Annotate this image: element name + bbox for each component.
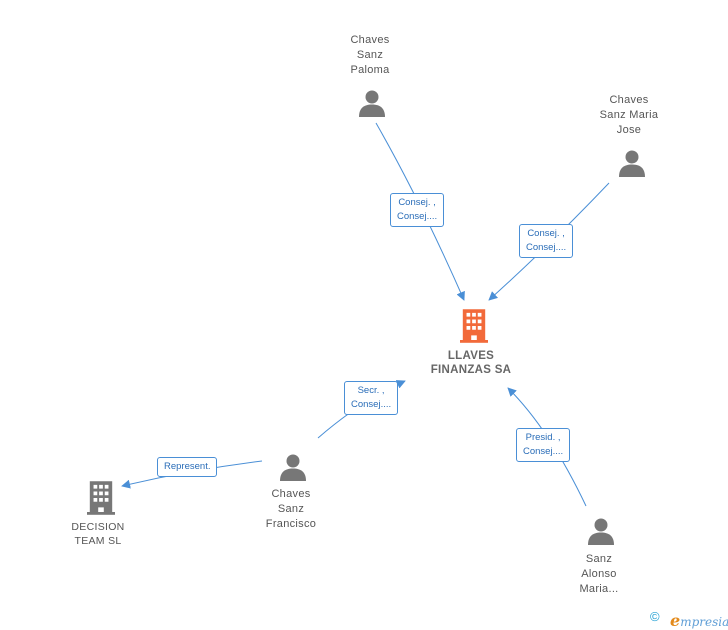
label-line: FINANZAS SA bbox=[430, 364, 512, 376]
main-company-icon[interactable] bbox=[460, 309, 488, 343]
person-sanzalonso-icon[interactable] bbox=[588, 518, 614, 546]
copyright-symbol: © bbox=[650, 609, 660, 624]
brand-initial: e bbox=[670, 611, 681, 630]
label-line: Sanz bbox=[356, 49, 384, 61]
brand-name: mpresia bbox=[680, 615, 728, 629]
label-line: Paloma bbox=[350, 64, 390, 76]
label-line: Jose bbox=[616, 124, 642, 136]
person-paloma-icon[interactable] bbox=[359, 90, 385, 118]
label-line: TEAM SL bbox=[74, 535, 122, 547]
edge-label-line: Consej.... bbox=[351, 399, 392, 410]
edge-label-line: Consej.... bbox=[523, 446, 564, 457]
person-francisco-label[interactable]: Chaves Sanz Francisco bbox=[241, 487, 341, 532]
edge-label-line: Consej. , bbox=[398, 197, 436, 208]
label-line: Sanz bbox=[585, 553, 613, 565]
company-decision-label[interactable]: DECISION TEAM SL bbox=[48, 520, 148, 548]
company-decision-icon[interactable] bbox=[87, 481, 115, 515]
label-line: Maria... bbox=[579, 583, 619, 595]
main-company-label[interactable]: LLAVES FINANZAS SA bbox=[416, 349, 526, 377]
label-line: Chaves bbox=[350, 34, 390, 46]
label-line: Alonso bbox=[581, 568, 617, 580]
edge-label-line: Presid. , bbox=[525, 432, 561, 443]
edge-label-line: Represent. bbox=[164, 461, 211, 472]
person-sanzalonso-label[interactable]: Sanz Alonso Maria... bbox=[549, 552, 649, 597]
edge-label-line: Secr. , bbox=[357, 385, 385, 396]
edge-label-line: Consej.... bbox=[397, 211, 438, 222]
label-line: Sanz bbox=[277, 503, 305, 515]
edge-label-francisco[interactable]: Secr. , Consej.... bbox=[344, 381, 399, 415]
edge-label-paloma[interactable]: Consej. , Consej.... bbox=[390, 193, 445, 227]
person-paloma-label[interactable]: Chaves Sanz Paloma bbox=[320, 33, 420, 78]
brand-logo[interactable]: empresia bbox=[670, 611, 728, 630]
label-line: Sanz Maria bbox=[599, 109, 659, 121]
label-line: Chaves bbox=[609, 94, 649, 106]
label-line: LLAVES bbox=[447, 350, 495, 362]
label-line: DECISION bbox=[71, 521, 125, 533]
person-mariajose-icon[interactable] bbox=[619, 150, 645, 178]
edge-label-decision[interactable]: Represent. bbox=[157, 457, 218, 477]
label-line: Chaves bbox=[271, 488, 311, 500]
person-mariajose-label[interactable]: Chaves Sanz Maria Jose bbox=[579, 93, 679, 138]
label-line: Francisco bbox=[265, 518, 317, 530]
edge-label-mariajose[interactable]: Consej. , Consej.... bbox=[519, 224, 574, 258]
edge-label-line: Consej.... bbox=[526, 242, 567, 253]
person-francisco-icon[interactable] bbox=[280, 454, 306, 482]
edge-label-line: Consej. , bbox=[527, 228, 565, 239]
edge-label-sanzalonso[interactable]: Presid. , Consej.... bbox=[516, 428, 571, 462]
